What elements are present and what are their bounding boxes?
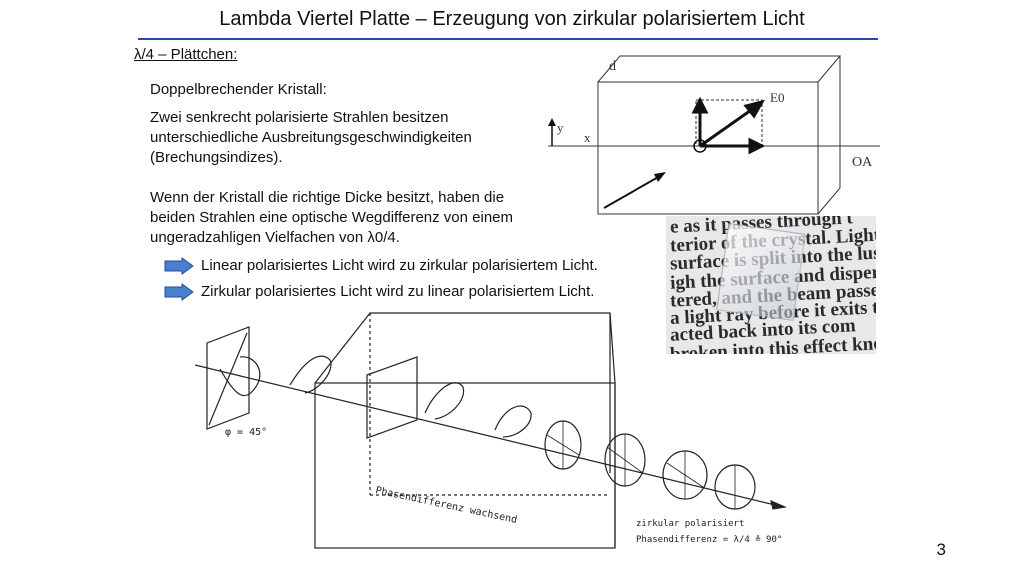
page-number: 3 (936, 540, 946, 559)
crystal-heading: Doppelbrechender Kristall: (150, 81, 327, 98)
bullet-1: Linear polarisiertes Licht wird zu zirku… (201, 257, 598, 274)
label-d: d (609, 59, 616, 74)
bullet-2: Zirkular polarisiertes Licht wird zu lin… (201, 283, 595, 300)
label-e0: E0 (770, 90, 784, 105)
paragraph-1-line-2: unterschiedliche Ausbreitungsgeschwindig… (150, 129, 472, 146)
wave-diagram: φ = 45° Phasendifferenz wachsend (195, 312, 788, 549)
circ-label: zirkular polarisiert (636, 519, 745, 529)
phase-label: Phasendifferenz wachsend (374, 485, 518, 526)
circ-formula: Phasendifferenz = λ/4 ≙ 90° (636, 535, 783, 545)
paragraph-1-line-3: (Brechungsindizes). (150, 149, 283, 166)
phi-label: φ = 45° (225, 427, 267, 438)
bullet-arrow-icon (164, 283, 194, 301)
paragraph-2-line-1: Wenn der Kristall die richtige Dicke bes… (150, 189, 505, 206)
page-title: Lambda Viertel Platte – Erzeugung von zi… (219, 8, 805, 30)
paragraph-1-line-1: Zwei senkrecht polarisierte Strahlen bes… (150, 109, 449, 126)
bullet-arrow-icon (164, 257, 194, 275)
subtitle: λ/4 – Plättchen: (134, 46, 238, 63)
label-oa: OA (852, 155, 873, 170)
paragraph-2-line-3: ungeradzahligen Vielfachen von λ0/4. (150, 229, 400, 246)
crystal-diagram: d E0 y x OA (548, 55, 880, 215)
label-y: y (557, 120, 564, 135)
title-divider (138, 38, 878, 40)
paragraph-2-line-2: beiden Strahlen eine optische Wegdiffere… (150, 209, 514, 226)
label-x: x (584, 130, 591, 145)
crystal-photo: e as it passes through t terior of the c… (666, 216, 876, 354)
